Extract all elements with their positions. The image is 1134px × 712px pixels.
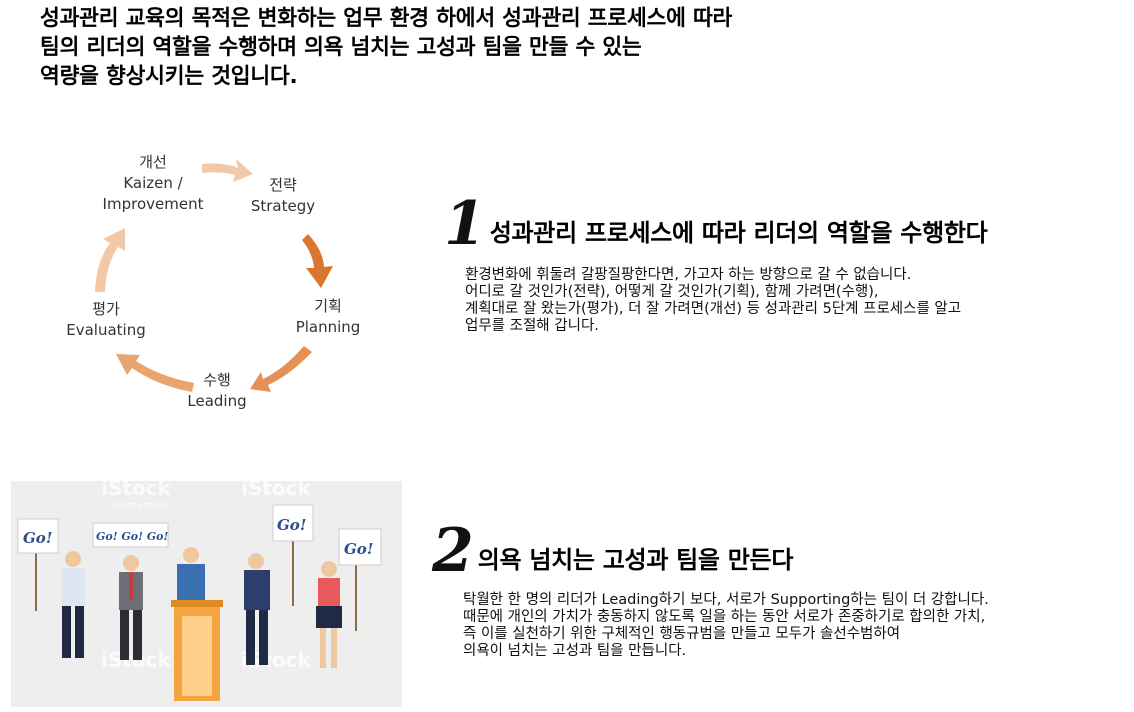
person-3-speaker: [171, 547, 223, 701]
watermark-sub: by Getty Images: [111, 501, 169, 509]
person-2: [119, 555, 143, 660]
section-1-number: 1: [444, 189, 486, 259]
section-1-line-2: 어디로 갈 것인가(전략), 어떻게 갈 것인가(기획), 함께 가려면(수행)…: [465, 284, 879, 300]
section-1-line-3: 계획대로 잘 왔는가(평가), 더 잘 가려면(개선) 등 성과관리 5단계 프…: [465, 301, 962, 317]
section-1-title: 성과관리 프로세스에 따라 리더의 역할을 수행한다: [489, 219, 988, 247]
section-1-line-1: 환경변화에 휘둘려 갈팡질팡한다면, 가고자 하는 방향으로 갈 수 없습니다.: [465, 267, 912, 283]
cycle-arrow-bottom-right: [250, 346, 312, 392]
watermark-1: iStock: [101, 481, 171, 500]
sign-3-text: Go!: [277, 516, 306, 534]
section-2-line-4: 의욕이 넘치는 고성과 팀을 만듭니다.: [463, 643, 687, 659]
stage-kaizen: 개선 Kaizen / Improvement: [102, 153, 204, 213]
person-1: [61, 551, 85, 658]
section-1-line-4: 업무를 조절해 갑니다.: [465, 318, 599, 334]
section-2-line-3: 즉 이를 실천하기 위한 구체적인 행동규범을 만들고 모두가 솔선수범하여: [463, 626, 901, 642]
team-rally-illustration: iStock iStock iStock iStock Go! Go! Go! …: [11, 481, 402, 707]
stage-leading: 수행 Leading: [187, 371, 247, 410]
sign-4-text: Go!: [344, 540, 373, 558]
protest-signs: Go! Go! Go! Go! Go! Go!: [17, 504, 382, 631]
section-1-heading: 1 성과관리 프로세스에 따라 리더의 역할을 수행한다: [444, 189, 988, 259]
cycle-arrow-right: [302, 234, 333, 288]
intro-text: 성과관리 교육의 목적은 변화하는 업무 환경 하에서 성과관리 프로세스에 따…: [40, 4, 1040, 91]
intro-line-2: 팀의 리더의 역할을 수행하며 의욕 넘치는 고성과 팀을 만들 수 있는: [40, 35, 642, 60]
stage-planning: 기획 Planning: [295, 297, 361, 336]
section-1-body: 환경변화에 휘둘려 갈팡질팡한다면, 가고자 하는 방향으로 갈 수 없습니다.…: [465, 267, 961, 335]
section-2-body: 탁월한 한 명의 리더가 Leading하기 보다, 서로가 Supportin…: [463, 592, 989, 660]
stage-strategy: 전략 Strategy: [250, 176, 316, 215]
section-2-title: 의욕 넘치는 고성과 팀을 만든다: [477, 546, 794, 574]
cycle-arrows: [95, 159, 333, 392]
person-4: [244, 553, 270, 665]
intro-line-1: 성과관리 교육의 목적은 변화하는 업무 환경 하에서 성과관리 프로세스에 따…: [40, 6, 733, 31]
section-2-line-2: 때문에 개인의 가치가 충동하지 않도록 일을 하는 동안 서로가 존중하기로 …: [463, 609, 986, 625]
person-5: [316, 561, 342, 668]
cycle-arrow-top: [202, 159, 253, 182]
watermark-2: iStock: [241, 481, 311, 500]
rally-people-image: iStock iStock iStock iStock Go! Go! Go! …: [17, 481, 382, 701]
section-2-heading: 2 의욕 넘치는 고성과 팀을 만든다: [432, 516, 794, 586]
sign-2-text: Go! Go! Go!: [96, 530, 169, 543]
sign-1-text: Go!: [23, 529, 52, 547]
stage-evaluating: 평가 Evaluating: [66, 300, 146, 339]
intro-line-3: 역량을 향상시키는 것입니다.: [40, 64, 298, 89]
process-cycle-diagram: 개선 Kaizen / Improvement 전략 Strategy 기획 P…: [40, 140, 400, 430]
cycle-arrow-left: [95, 228, 125, 292]
section-2-line-1: 탁월한 한 명의 리더가 Leading하기 보다, 서로가 Supportin…: [463, 592, 989, 608]
cycle-arrow-bottom-left: [116, 354, 194, 392]
section-2-number: 2: [432, 516, 474, 586]
